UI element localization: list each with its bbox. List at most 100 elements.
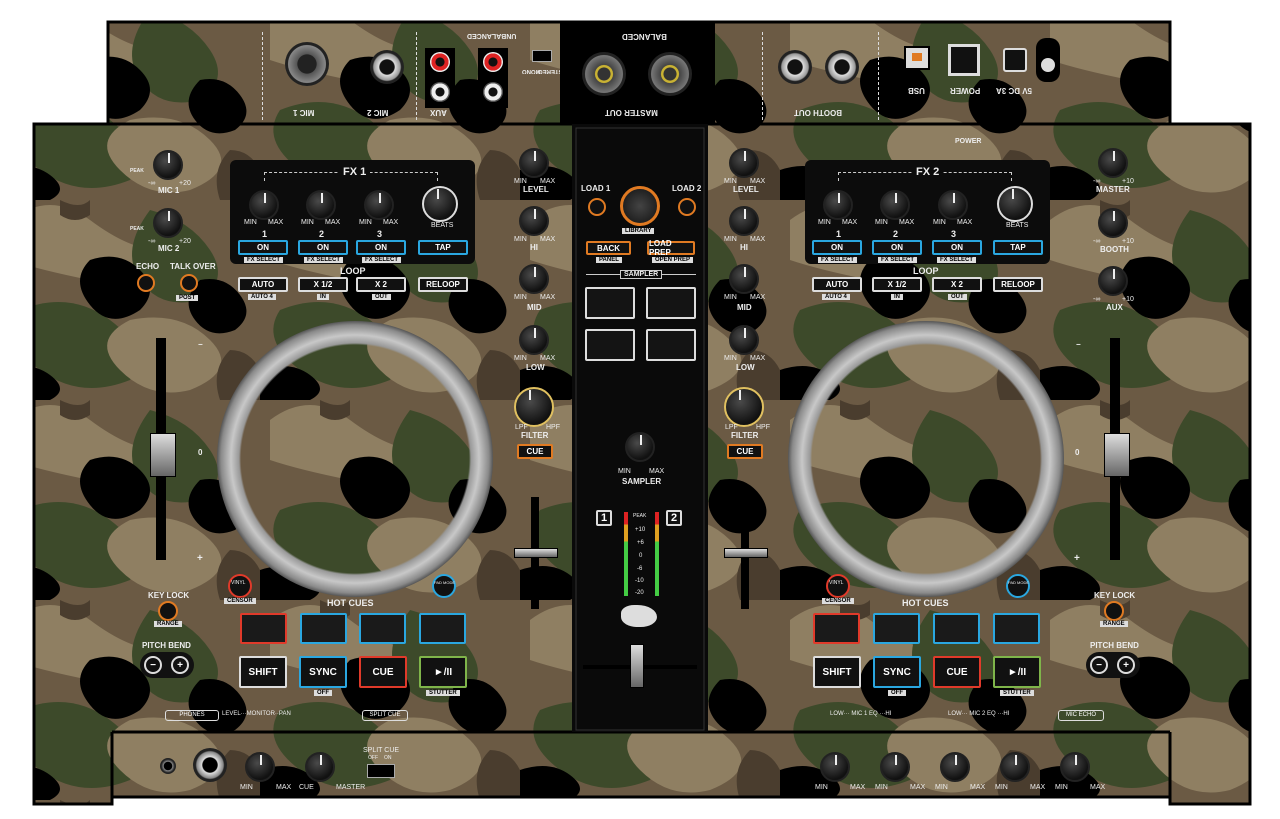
headphone-level-knob[interactable] bbox=[245, 752, 275, 782]
headphone-jack[interactable] bbox=[193, 748, 227, 782]
sync-button[interactable]: SYNC bbox=[299, 656, 347, 688]
aux-r-jack[interactable] bbox=[430, 52, 450, 72]
talk-over-button[interactable] bbox=[180, 274, 198, 292]
fx2-knob-3[interactable] bbox=[938, 190, 968, 220]
fx1-on-2-button[interactable]: ON bbox=[298, 240, 348, 255]
fx1-knob-1[interactable] bbox=[249, 190, 279, 220]
ch2-fader-cap[interactable] bbox=[724, 548, 768, 558]
pitch-bend-minus-button[interactable]: − bbox=[1090, 656, 1108, 674]
booth-r-jack[interactable] bbox=[825, 50, 859, 84]
fx1-knob-2[interactable] bbox=[306, 190, 336, 220]
hot-cue-2-pad[interactable] bbox=[300, 613, 347, 644]
ch1-mid-knob[interactable] bbox=[519, 264, 549, 294]
hot-cue-2-pad[interactable] bbox=[873, 613, 920, 644]
reloop-button[interactable]: RELOOP bbox=[418, 277, 468, 292]
fx2-knob-2[interactable] bbox=[880, 190, 910, 220]
pitch-fader-cap[interactable] bbox=[1104, 433, 1130, 477]
fx1-on-3-button[interactable]: ON bbox=[356, 240, 406, 255]
load-prep-button[interactable]: LOAD PREP bbox=[647, 239, 695, 257]
ch2-hi-knob[interactable] bbox=[729, 206, 759, 236]
loop-auto-button[interactable]: AUTO bbox=[812, 277, 862, 292]
fx2-tap-button[interactable]: TAP bbox=[993, 240, 1043, 255]
fx1-knob-3[interactable] bbox=[364, 190, 394, 220]
sampler-pad-2[interactable] bbox=[646, 287, 696, 319]
hot-cue-1-pad[interactable] bbox=[240, 613, 287, 644]
ch1-filter-knob[interactable] bbox=[514, 387, 554, 427]
dc-jack[interactable] bbox=[1003, 48, 1027, 72]
pad-mode-button[interactable] bbox=[1006, 574, 1030, 598]
mic1-gain-knob[interactable] bbox=[153, 150, 183, 180]
headphone-mix-knob[interactable] bbox=[305, 752, 335, 782]
mic1-eq-low-knob[interactable] bbox=[820, 752, 850, 782]
mic-echo-knob[interactable] bbox=[1060, 752, 1090, 782]
sampler-pad-1[interactable] bbox=[585, 287, 635, 319]
mic1-xlr-jack[interactable] bbox=[285, 42, 329, 86]
ch2-low-knob[interactable] bbox=[729, 325, 759, 355]
loop-auto-button[interactable]: AUTO bbox=[238, 277, 288, 292]
pitch-fader-cap[interactable] bbox=[150, 433, 176, 477]
sync-button[interactable]: SYNC bbox=[873, 656, 921, 688]
fx2-on-3-button[interactable]: ON bbox=[932, 240, 982, 255]
ch1-low-knob[interactable] bbox=[519, 325, 549, 355]
master-level-knob[interactable] bbox=[1098, 148, 1128, 178]
shift-button[interactable]: SHIFT bbox=[813, 656, 861, 688]
sampler-pad-3[interactable] bbox=[585, 329, 635, 361]
hot-cue-4-pad[interactable] bbox=[419, 613, 466, 644]
load2-button[interactable] bbox=[678, 198, 696, 216]
fx2-knob-1[interactable] bbox=[823, 190, 853, 220]
key-lock-button[interactable] bbox=[1104, 601, 1124, 621]
back-button[interactable]: BACK bbox=[586, 241, 631, 255]
ch2-filter-knob[interactable] bbox=[724, 387, 764, 427]
sampler-volume-knob[interactable] bbox=[625, 432, 655, 462]
unbal-l-jack[interactable] bbox=[483, 82, 503, 102]
reloop-button[interactable]: RELOOP bbox=[993, 277, 1043, 292]
master-l-xlr[interactable] bbox=[582, 52, 626, 96]
split-cue-switch[interactable] bbox=[367, 764, 395, 778]
left-jog-wheel[interactable] bbox=[217, 321, 493, 597]
ch1-hi-knob[interactable] bbox=[519, 206, 549, 236]
key-lock-button[interactable] bbox=[158, 601, 178, 621]
hot-cue-1-pad[interactable] bbox=[813, 613, 860, 644]
power-switch[interactable] bbox=[948, 44, 980, 76]
loop-double-button[interactable]: X 2 bbox=[932, 277, 982, 292]
booth-level-knob[interactable] bbox=[1098, 208, 1128, 238]
hot-cue-4-pad[interactable] bbox=[993, 613, 1040, 644]
ch1-cue-button[interactable]: CUE bbox=[517, 444, 553, 459]
fx1-beats-knob[interactable] bbox=[422, 186, 458, 222]
loop-half-button[interactable]: X 1/2 bbox=[298, 277, 348, 292]
cue-button[interactable]: CUE bbox=[359, 656, 407, 688]
fx2-on-1-button[interactable]: ON bbox=[812, 240, 862, 255]
ch2-mid-knob[interactable] bbox=[729, 264, 759, 294]
fx1-on-1-button[interactable]: ON bbox=[238, 240, 288, 255]
headphone-mini-jack[interactable] bbox=[160, 758, 176, 774]
fx2-on-2-button[interactable]: ON bbox=[872, 240, 922, 255]
master-r-xlr[interactable] bbox=[648, 52, 692, 96]
library-knob[interactable] bbox=[620, 186, 660, 226]
shift-button[interactable]: SHIFT bbox=[239, 656, 287, 688]
mic2-eq-hi-knob[interactable] bbox=[1000, 752, 1030, 782]
vinyl-button[interactable] bbox=[826, 574, 850, 598]
ch1-level-knob[interactable] bbox=[519, 148, 549, 178]
usb-port[interactable] bbox=[904, 46, 930, 70]
play-pause-button[interactable]: ►/II bbox=[419, 656, 467, 688]
load1-button[interactable] bbox=[588, 198, 606, 216]
hot-cue-3-pad[interactable] bbox=[933, 613, 980, 644]
mic2-gain-knob[interactable] bbox=[153, 208, 183, 238]
pitch-bend-minus-button[interactable]: − bbox=[144, 656, 162, 674]
pitch-bend-plus-button[interactable]: + bbox=[171, 656, 189, 674]
sampler-pad-4[interactable] bbox=[646, 329, 696, 361]
crossfader-cap[interactable] bbox=[630, 644, 644, 688]
aux-l-jack[interactable] bbox=[430, 82, 450, 102]
hot-cue-3-pad[interactable] bbox=[359, 613, 406, 644]
pitch-bend-plus-button[interactable]: + bbox=[1117, 656, 1135, 674]
cue-button[interactable]: CUE bbox=[933, 656, 981, 688]
fx1-tap-button[interactable]: TAP bbox=[418, 240, 468, 255]
ch2-cue-button[interactable]: CUE bbox=[727, 444, 763, 459]
echo-button[interactable] bbox=[137, 274, 155, 292]
stereo-mono-switch[interactable] bbox=[532, 50, 552, 62]
unbal-r-jack[interactable] bbox=[483, 52, 503, 72]
aux-level-knob[interactable] bbox=[1098, 266, 1128, 296]
mic2-jack[interactable] bbox=[370, 50, 404, 84]
mic1-eq-hi-knob[interactable] bbox=[880, 752, 910, 782]
booth-l-jack[interactable] bbox=[778, 50, 812, 84]
